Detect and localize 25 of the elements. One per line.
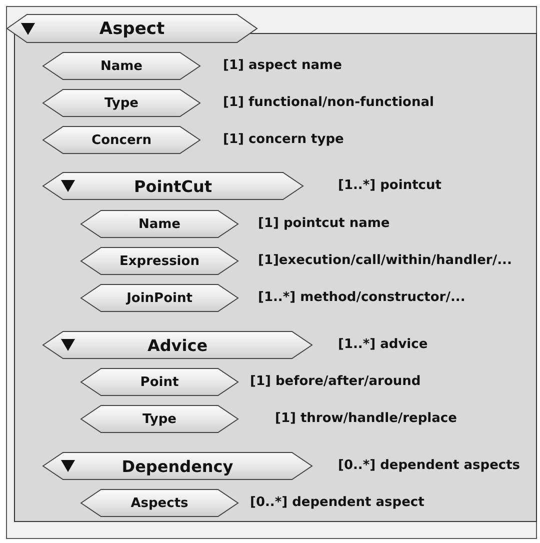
multiplicity-note: [1] aspect name — [223, 58, 342, 74]
multiplicity-note: [0..*] dependent aspects — [338, 458, 520, 474]
hexagon-node: Concern — [43, 126, 200, 154]
multiplicity-note: [1..*] pointcut — [338, 178, 442, 194]
multiplicity-note: [1] functional/non-functional — [223, 95, 434, 111]
hexagon-node: Type — [81, 405, 238, 433]
multiplicity-note: [1] before/after/around — [250, 374, 421, 390]
multiplicity-note: [1] concern type — [223, 132, 344, 148]
hexagon-node: JoinPoint — [81, 284, 238, 312]
multiplicity-note: [1..*] advice — [338, 337, 428, 353]
hexagon-node: Aspects — [81, 489, 238, 517]
hexagon-node: Name — [43, 52, 200, 80]
multiplicity-note: [1]execution/call/within/handler/... — [258, 253, 512, 269]
collapsible-hexagon-node: Aspect — [7, 14, 257, 43]
hexagon-node: Type — [43, 89, 200, 117]
collapsible-hexagon-node: PointCut — [43, 172, 303, 200]
collapsible-hexagon-node: Dependency — [43, 452, 312, 480]
multiplicity-note: [0..*] dependent aspect — [250, 495, 424, 511]
hexagon-node: Point — [81, 368, 238, 396]
hexagon-node: Expression — [81, 247, 238, 275]
hexagon-node: Name — [81, 210, 238, 238]
multiplicity-note: [1] pointcut name — [258, 216, 390, 232]
collapsible-hexagon-node: Advice — [43, 331, 312, 359]
multiplicity-note: [1..*] method/constructor/... — [258, 290, 466, 306]
multiplicity-note: [1] throw/handle/replace — [275, 411, 457, 427]
